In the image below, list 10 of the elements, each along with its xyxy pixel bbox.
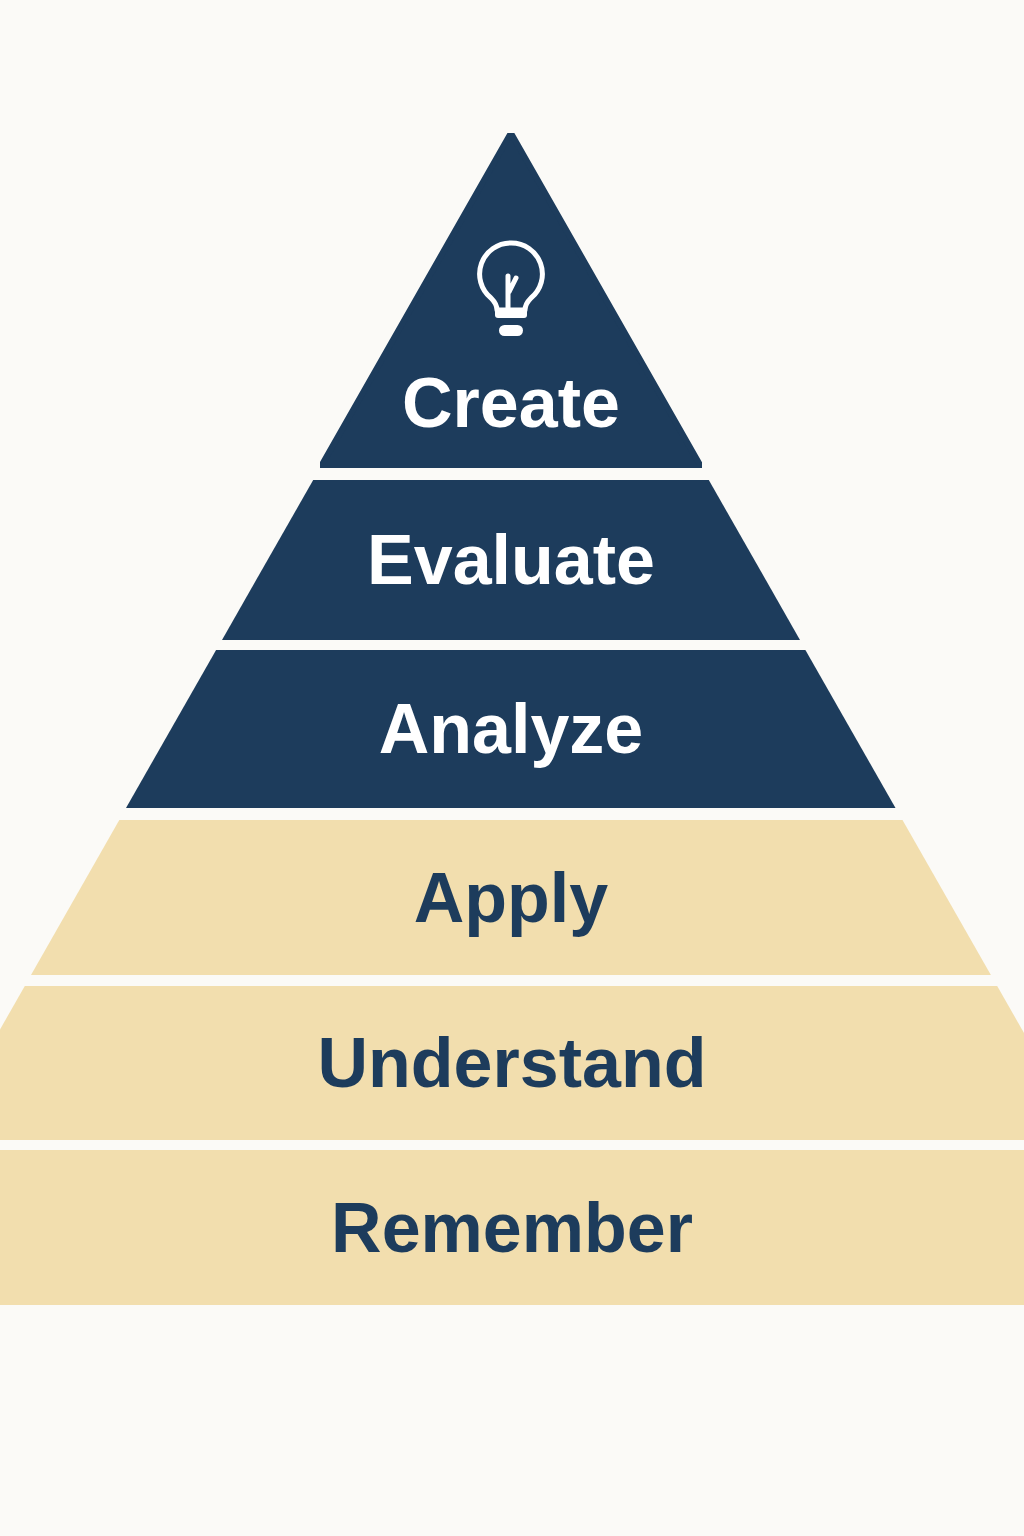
tier-label: Evaluate: [367, 525, 655, 595]
pyramid-tier: [126, 650, 896, 808]
pyramid-tier: [222, 480, 800, 640]
pyramid-tier: [31, 820, 991, 975]
pyramid-tier: [0, 1150, 1024, 1305]
pyramid-tier: [320, 133, 702, 468]
tier-label: Create: [402, 368, 620, 438]
pyramid-tier: [0, 986, 1024, 1140]
tier-label: Remember: [331, 1192, 693, 1263]
tier-label: Understand: [317, 1028, 707, 1098]
